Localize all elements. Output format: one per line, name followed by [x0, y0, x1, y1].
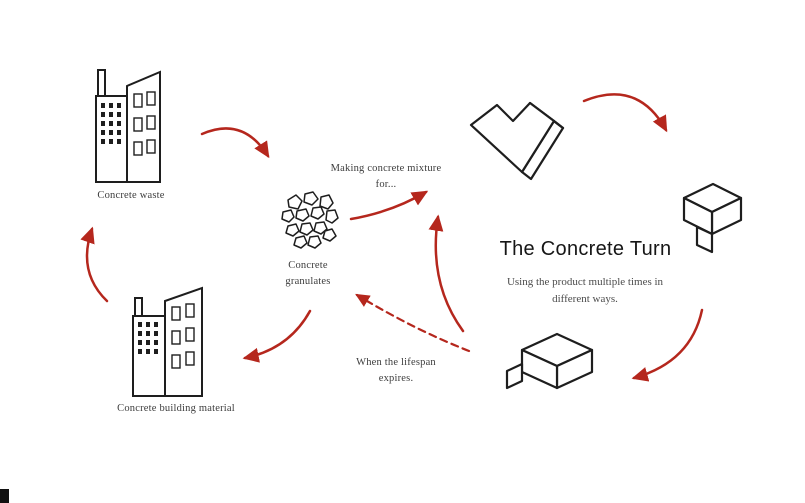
- concrete-granulates-label: Concrete granulates: [285, 260, 331, 287]
- concrete-block-l-icon: [505, 332, 594, 390]
- cycle-arrows: [80, 93, 704, 382]
- arrow-granulates-to-mixture-icon: [349, 190, 429, 221]
- building-material-label: Concrete building material: [117, 403, 235, 414]
- arrow-waste-to-granulates-icon: [200, 127, 270, 159]
- arrow-material-to-waste-icon: [80, 226, 109, 303]
- granulates-icon: [281, 191, 339, 249]
- building-windows-outline: [133, 91, 156, 156]
- concrete-block-corner-icon: [682, 182, 743, 254]
- concrete-waste-windows-icon: [101, 103, 121, 144]
- arrow-granulates-to-material-icon: [242, 309, 312, 363]
- building-windows-outline: [171, 303, 195, 369]
- lifespan-expires-label: When the lifespan expires.: [356, 357, 436, 384]
- arrow-product3-to-mixture-icon: [428, 214, 465, 333]
- concrete-block-v-icon: [469, 101, 565, 181]
- making-mixture-label: Making concrete mixture for...: [330, 163, 442, 190]
- arrow-product1-to-product2-icon: [582, 93, 668, 133]
- diagram-title: The Concrete Turn: [499, 238, 672, 260]
- concrete-waste-label: Concrete waste: [97, 190, 165, 201]
- page-corner-mark: [0, 489, 9, 503]
- building-material-windows-icon: [138, 322, 158, 354]
- diagram-subtitle: Using the product multiple times in diff…: [506, 276, 664, 305]
- product-blocks: [469, 101, 743, 390]
- building-material-buildings-icon: [132, 286, 203, 397]
- arrow-product2-to-product3-icon: [631, 308, 704, 382]
- concrete-waste-buildings-icon: [95, 69, 161, 183]
- arrow-lifespan-dashed-icon: [355, 293, 471, 353]
